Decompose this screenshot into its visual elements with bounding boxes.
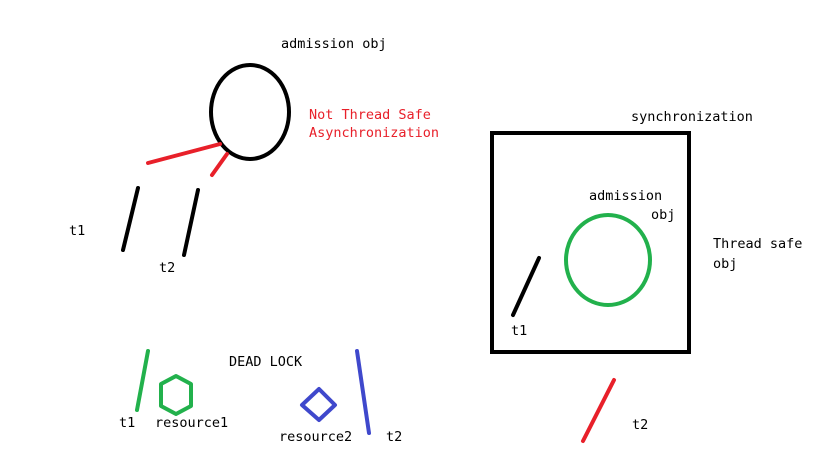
thread2-line xyxy=(182,188,200,257)
deadlock-thread1-line xyxy=(135,349,150,412)
sync-admission-label: admission xyxy=(589,188,662,204)
unsafe-section: admission obj Not Thread Safe Asynchroni… xyxy=(69,36,439,276)
admission-obj-shape xyxy=(209,63,291,161)
sync-thread1-label: t1 xyxy=(511,323,527,339)
sync-obj-label: obj xyxy=(651,207,675,223)
sync-thread1-line xyxy=(511,256,541,317)
resource2-diamond xyxy=(300,387,337,422)
deadlock-label: DEAD LOCK xyxy=(229,354,303,370)
asynchronization-label: Asynchronization xyxy=(309,125,439,141)
red-access-line-2 xyxy=(210,152,229,177)
thread-safe-obj-label: obj xyxy=(713,256,737,272)
deadlock-thread2-line xyxy=(355,349,371,435)
thread2-label: t2 xyxy=(159,260,175,276)
synchronization-box xyxy=(490,131,691,354)
sync-section: synchronization admission obj t1 Thread … xyxy=(490,109,802,443)
deadlock-section: DEAD LOCK t1 resource1 resource2 t2 xyxy=(119,349,402,445)
resource1-hexagon xyxy=(159,374,193,416)
synchronization-label: synchronization xyxy=(631,109,753,125)
resource1-label: resource1 xyxy=(155,415,228,431)
sync-admission-obj-shape xyxy=(564,213,652,307)
thread1-line xyxy=(121,186,140,252)
not-thread-safe-label: Not Thread Safe xyxy=(309,107,431,123)
sync-thread2-label: t2 xyxy=(632,417,648,433)
sync-thread2-line xyxy=(581,378,616,443)
thread1-label: t1 xyxy=(69,223,85,239)
deadlock-thread2-label: t2 xyxy=(386,429,402,445)
deadlock-thread1-label: t1 xyxy=(119,415,135,431)
admission-obj-label: admission obj xyxy=(281,36,387,52)
resource2-label: resource2 xyxy=(279,429,352,445)
red-access-line-1 xyxy=(146,142,222,165)
thread-safe-label: Thread safe xyxy=(713,236,802,252)
